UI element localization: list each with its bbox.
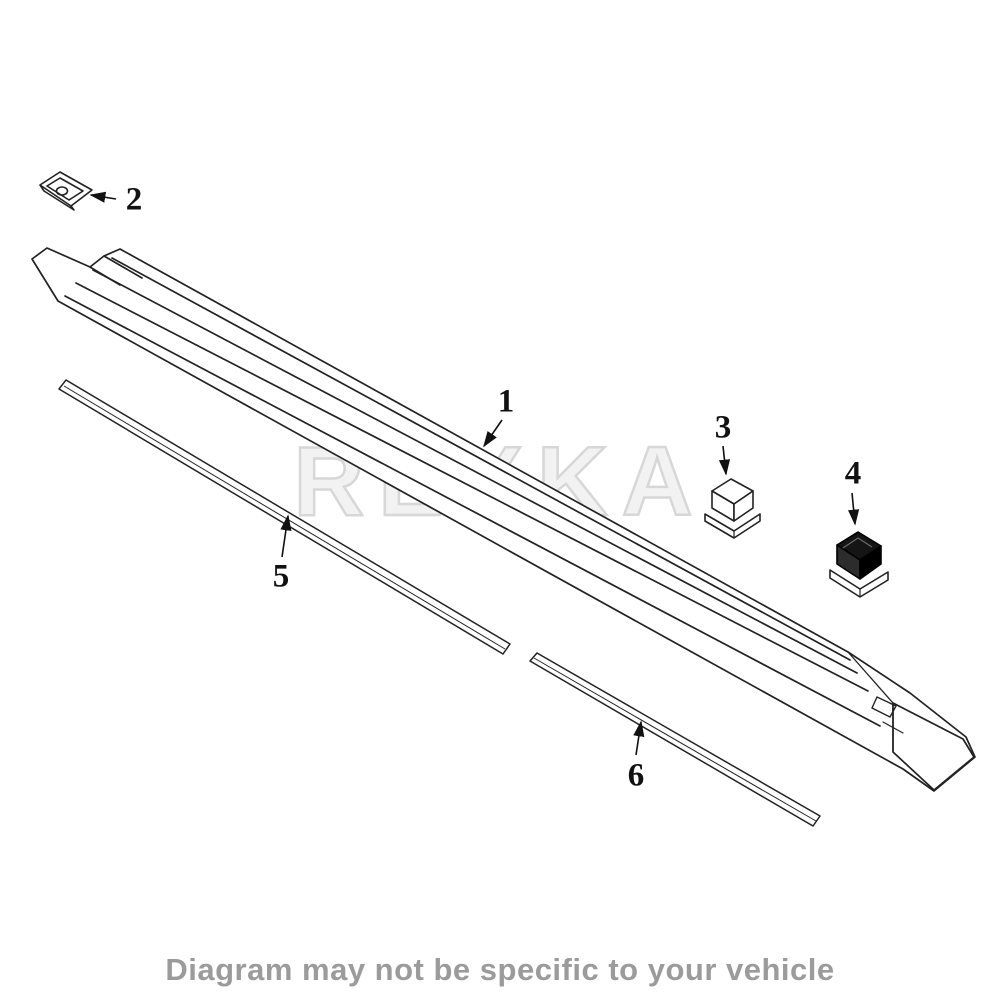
arrow-3 [718, 445, 731, 476]
part-2-end-clip [39, 171, 93, 211]
arrow-2 [89, 191, 117, 203]
part-3-retainer-clip-white [704, 478, 761, 539]
arrow-4 [848, 492, 860, 526]
callout-label-4: 4 [844, 455, 862, 492]
callout-label-3: 3 [714, 409, 732, 446]
part-4-retainer-clip-black [829, 531, 889, 598]
arrow-5 [280, 514, 292, 558]
part-1-rocker-panel [31, 247, 976, 792]
disclaimer-text: Diagram may not be specific to your vehi… [165, 952, 835, 987]
part-6-rear-lower-strip [529, 652, 821, 827]
arrow-6 [633, 720, 645, 756]
callout-label-2: 2 [125, 181, 143, 218]
callout-arrows [89, 191, 860, 756]
callout-label-6: 6 [627, 757, 645, 794]
arrow-1 [483, 419, 503, 448]
callout-label-5: 5 [272, 558, 290, 595]
callout-label-1: 1 [497, 383, 515, 420]
